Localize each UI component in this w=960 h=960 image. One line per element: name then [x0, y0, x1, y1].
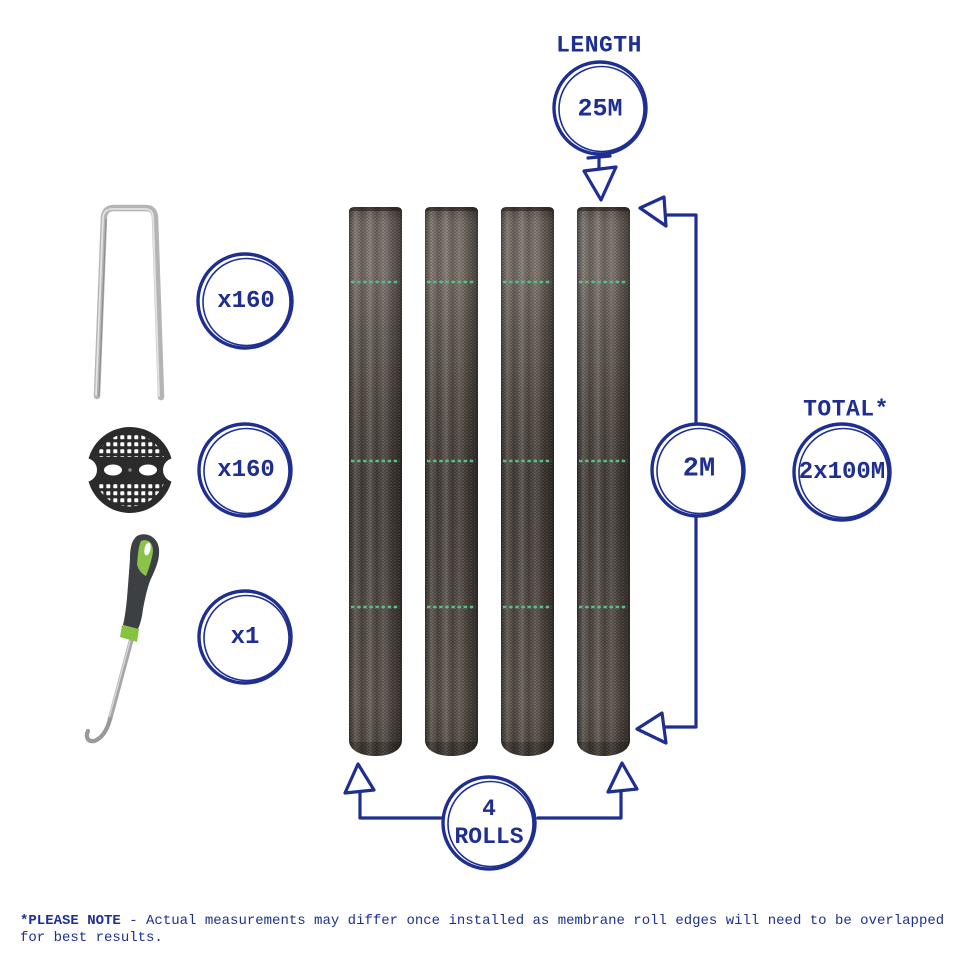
ground-peg-image: [93, 204, 165, 401]
footnote-body: - Actual measurements may differ once in…: [120, 913, 945, 929]
rolls-arrow-right: [606, 761, 639, 794]
length-label: LENGTH: [556, 32, 642, 59]
membrane-roll-2: [424, 206, 479, 757]
length-value: 25M: [577, 94, 623, 124]
badge-circle-length: [552, 60, 648, 156]
membrane-roll-4: [576, 206, 631, 757]
height-value: 2M: [682, 454, 716, 485]
peg-quantity: x160: [217, 288, 275, 315]
badge-circle-discs: [197, 422, 293, 518]
badge-circle-height: [650, 422, 746, 518]
badge-circle-total: [792, 422, 892, 522]
disc-quantity: x160: [217, 457, 275, 484]
total-label: TOTAL*: [803, 396, 889, 423]
membrane-rolls-group: [348, 206, 631, 757]
tool-quantity: x1: [230, 624, 260, 651]
height-arrow-top: [638, 195, 668, 228]
membrane-roll-3: [500, 206, 555, 757]
height-bracket: [635, 195, 698, 745]
footnote: *PLEASE NOTE - Actual measurements may d…: [20, 913, 950, 947]
roll-count-number: 4: [482, 796, 496, 822]
rolls-bracket: [343, 761, 639, 820]
roll-count-badge: 4 ROLLS: [454, 795, 523, 851]
footnote-lead: *PLEASE NOTE: [20, 913, 121, 929]
height-arrow-bottom: [635, 711, 668, 745]
rolls-arrow-left: [343, 762, 376, 795]
roll-count-word: ROLLS: [454, 824, 524, 850]
membrane-roll-1: [348, 206, 403, 757]
badge-circle-rolls: [441, 775, 537, 871]
perforated-disc-image: [73, 415, 187, 525]
badge-circle-pegs: [196, 252, 294, 350]
badge-circle-tool: [197, 589, 293, 685]
total-value: 2x100M: [798, 459, 886, 486]
hook-tool-image: [84, 534, 160, 744]
footnote-line2: for best results.: [20, 930, 163, 946]
length-arrow-down: [582, 150, 618, 202]
